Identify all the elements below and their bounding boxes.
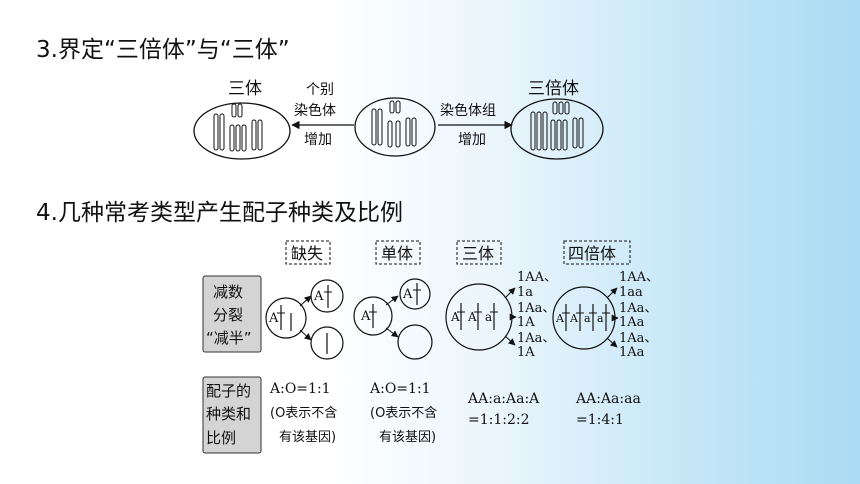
svg-text:1Aa: 1Aa xyxy=(619,345,645,360)
svg-text:1Aa、: 1Aa、 xyxy=(517,331,555,346)
svg-text:A: A xyxy=(555,312,565,325)
svg-text:A: A xyxy=(268,311,279,326)
row-label-gametes: 配子的 种类和 比例 xyxy=(202,376,262,454)
svg-text:有该基因): 有该基因) xyxy=(279,430,336,445)
triploid-cell-diagram: 三倍体 xyxy=(510,79,604,160)
trisomy-chromosomes xyxy=(213,103,263,152)
svg-text:有该基因): 有该基因) xyxy=(379,430,436,445)
svg-text:AA:Aa:aa: AA:Aa:aa xyxy=(575,391,641,407)
section3-heading: 3.界定“三倍体”与“三体” xyxy=(36,37,290,63)
type-trisomy: 三体 xyxy=(462,244,494,263)
svg-text:1A: 1A xyxy=(517,345,535,360)
row1-label-2: 分裂 xyxy=(213,306,243,324)
svg-text:=1:1:2:2: =1:1:2:2 xyxy=(468,412,530,428)
label-triploid: 三倍体 xyxy=(528,79,579,99)
triploid-cell xyxy=(510,98,604,160)
svg-text:A: A xyxy=(402,287,413,302)
trisomy-ratio: AA:a:Aa:A =1:1:2:2 xyxy=(467,391,540,428)
tetraploid-gamete-diagram: A A a a xyxy=(552,286,619,350)
section4-heading: 4.几种常考类型产生配子种类及比例 xyxy=(36,200,403,226)
trisomy-cell xyxy=(193,102,291,160)
row2-label-3: 比例 xyxy=(206,429,236,447)
row1-label-1: 减数 xyxy=(213,283,243,301)
svg-text:a: a xyxy=(485,310,492,324)
arrow-right-text-1: 染色体组 xyxy=(440,102,496,119)
svg-text:A:O=1:1: A:O=1:1 xyxy=(369,381,431,397)
svg-text:AA:a:Aa:A: AA:a:Aa:A xyxy=(467,391,540,407)
svg-text:1Aa、: 1Aa、 xyxy=(619,331,657,346)
arrow-left-text-3: 增加 xyxy=(304,132,332,148)
type-tetraploid: 四倍体 xyxy=(568,244,616,263)
svg-text:1a: 1a xyxy=(517,285,533,300)
svg-text:1Aa: 1Aa xyxy=(619,315,645,330)
svg-text:1A: 1A xyxy=(517,315,535,330)
arrow-left-text-2: 染色体 xyxy=(294,102,336,119)
type-header-boxes xyxy=(285,240,631,265)
monosomy-ratio: A:O=1:1 (O表示不含 有该基因) xyxy=(369,381,437,445)
trisomy-cell-diagram: 三体 xyxy=(193,79,291,160)
svg-text:A: A xyxy=(450,310,460,324)
diploid-chromosomes xyxy=(371,100,417,148)
type-deletion: 缺失 xyxy=(291,244,323,263)
deletion-ratio: A:O=1:1 (O表示不含 有该基因) xyxy=(269,381,337,445)
label-trisomy: 三体 xyxy=(228,79,262,99)
arrow-left-group: 个别 染色体 增加 xyxy=(291,82,354,148)
svg-text:a: a xyxy=(584,312,591,325)
svg-text:(O表示不含: (O表示不含 xyxy=(370,405,437,421)
svg-text:a: a xyxy=(597,312,604,325)
svg-text:=1:4:1: =1:4:1 xyxy=(576,412,624,428)
trisomy-gamete-list: 1AA、 1a 1Aa、 1A 1Aa、 1A xyxy=(517,270,557,360)
row2-label-1: 配子的 xyxy=(206,382,251,400)
svg-text:1AA、: 1AA、 xyxy=(517,270,557,285)
svg-text:1Aa、: 1Aa、 xyxy=(619,301,657,316)
row-label-meiosis: 减数 分裂 “减半” xyxy=(202,275,262,353)
svg-text:1Aa、: 1Aa、 xyxy=(517,301,555,316)
type-monosomy: 单体 xyxy=(381,244,413,263)
svg-text:(O表示不含: (O表示不含 xyxy=(270,405,337,421)
svg-text:1aa: 1aa xyxy=(619,285,643,300)
svg-text:A: A xyxy=(569,312,579,325)
svg-text:1AA、: 1AA、 xyxy=(619,270,659,285)
arrow-left-text-1: 个别 xyxy=(306,82,334,98)
arrow-right-text-2: 增加 xyxy=(458,132,486,148)
tetraploid-gamete-list: 1AA、 1aa 1Aa、 1Aa 1Aa、 1Aa xyxy=(619,270,659,360)
diploid-cell xyxy=(354,97,436,157)
trisomy-gamete-diagram: A A a xyxy=(445,283,517,351)
row2-label-2: 种类和 xyxy=(206,405,251,423)
tetraploid-ratio: AA:Aa:aa =1:4:1 xyxy=(575,391,641,428)
svg-text:A: A xyxy=(467,310,477,324)
deletion-diagram: A A xyxy=(265,279,344,360)
row1-label-3: “减半” xyxy=(206,329,252,347)
arrow-right-group: 染色体组 增加 xyxy=(438,102,513,148)
monosomy-diagram: A A xyxy=(353,278,433,360)
svg-text:A: A xyxy=(313,289,324,304)
triploid-chromosomes xyxy=(530,101,584,151)
svg-text:A: A xyxy=(360,309,371,324)
diploid-cell-diagram xyxy=(354,97,436,157)
svg-text:A:O=1:1: A:O=1:1 xyxy=(269,381,331,397)
